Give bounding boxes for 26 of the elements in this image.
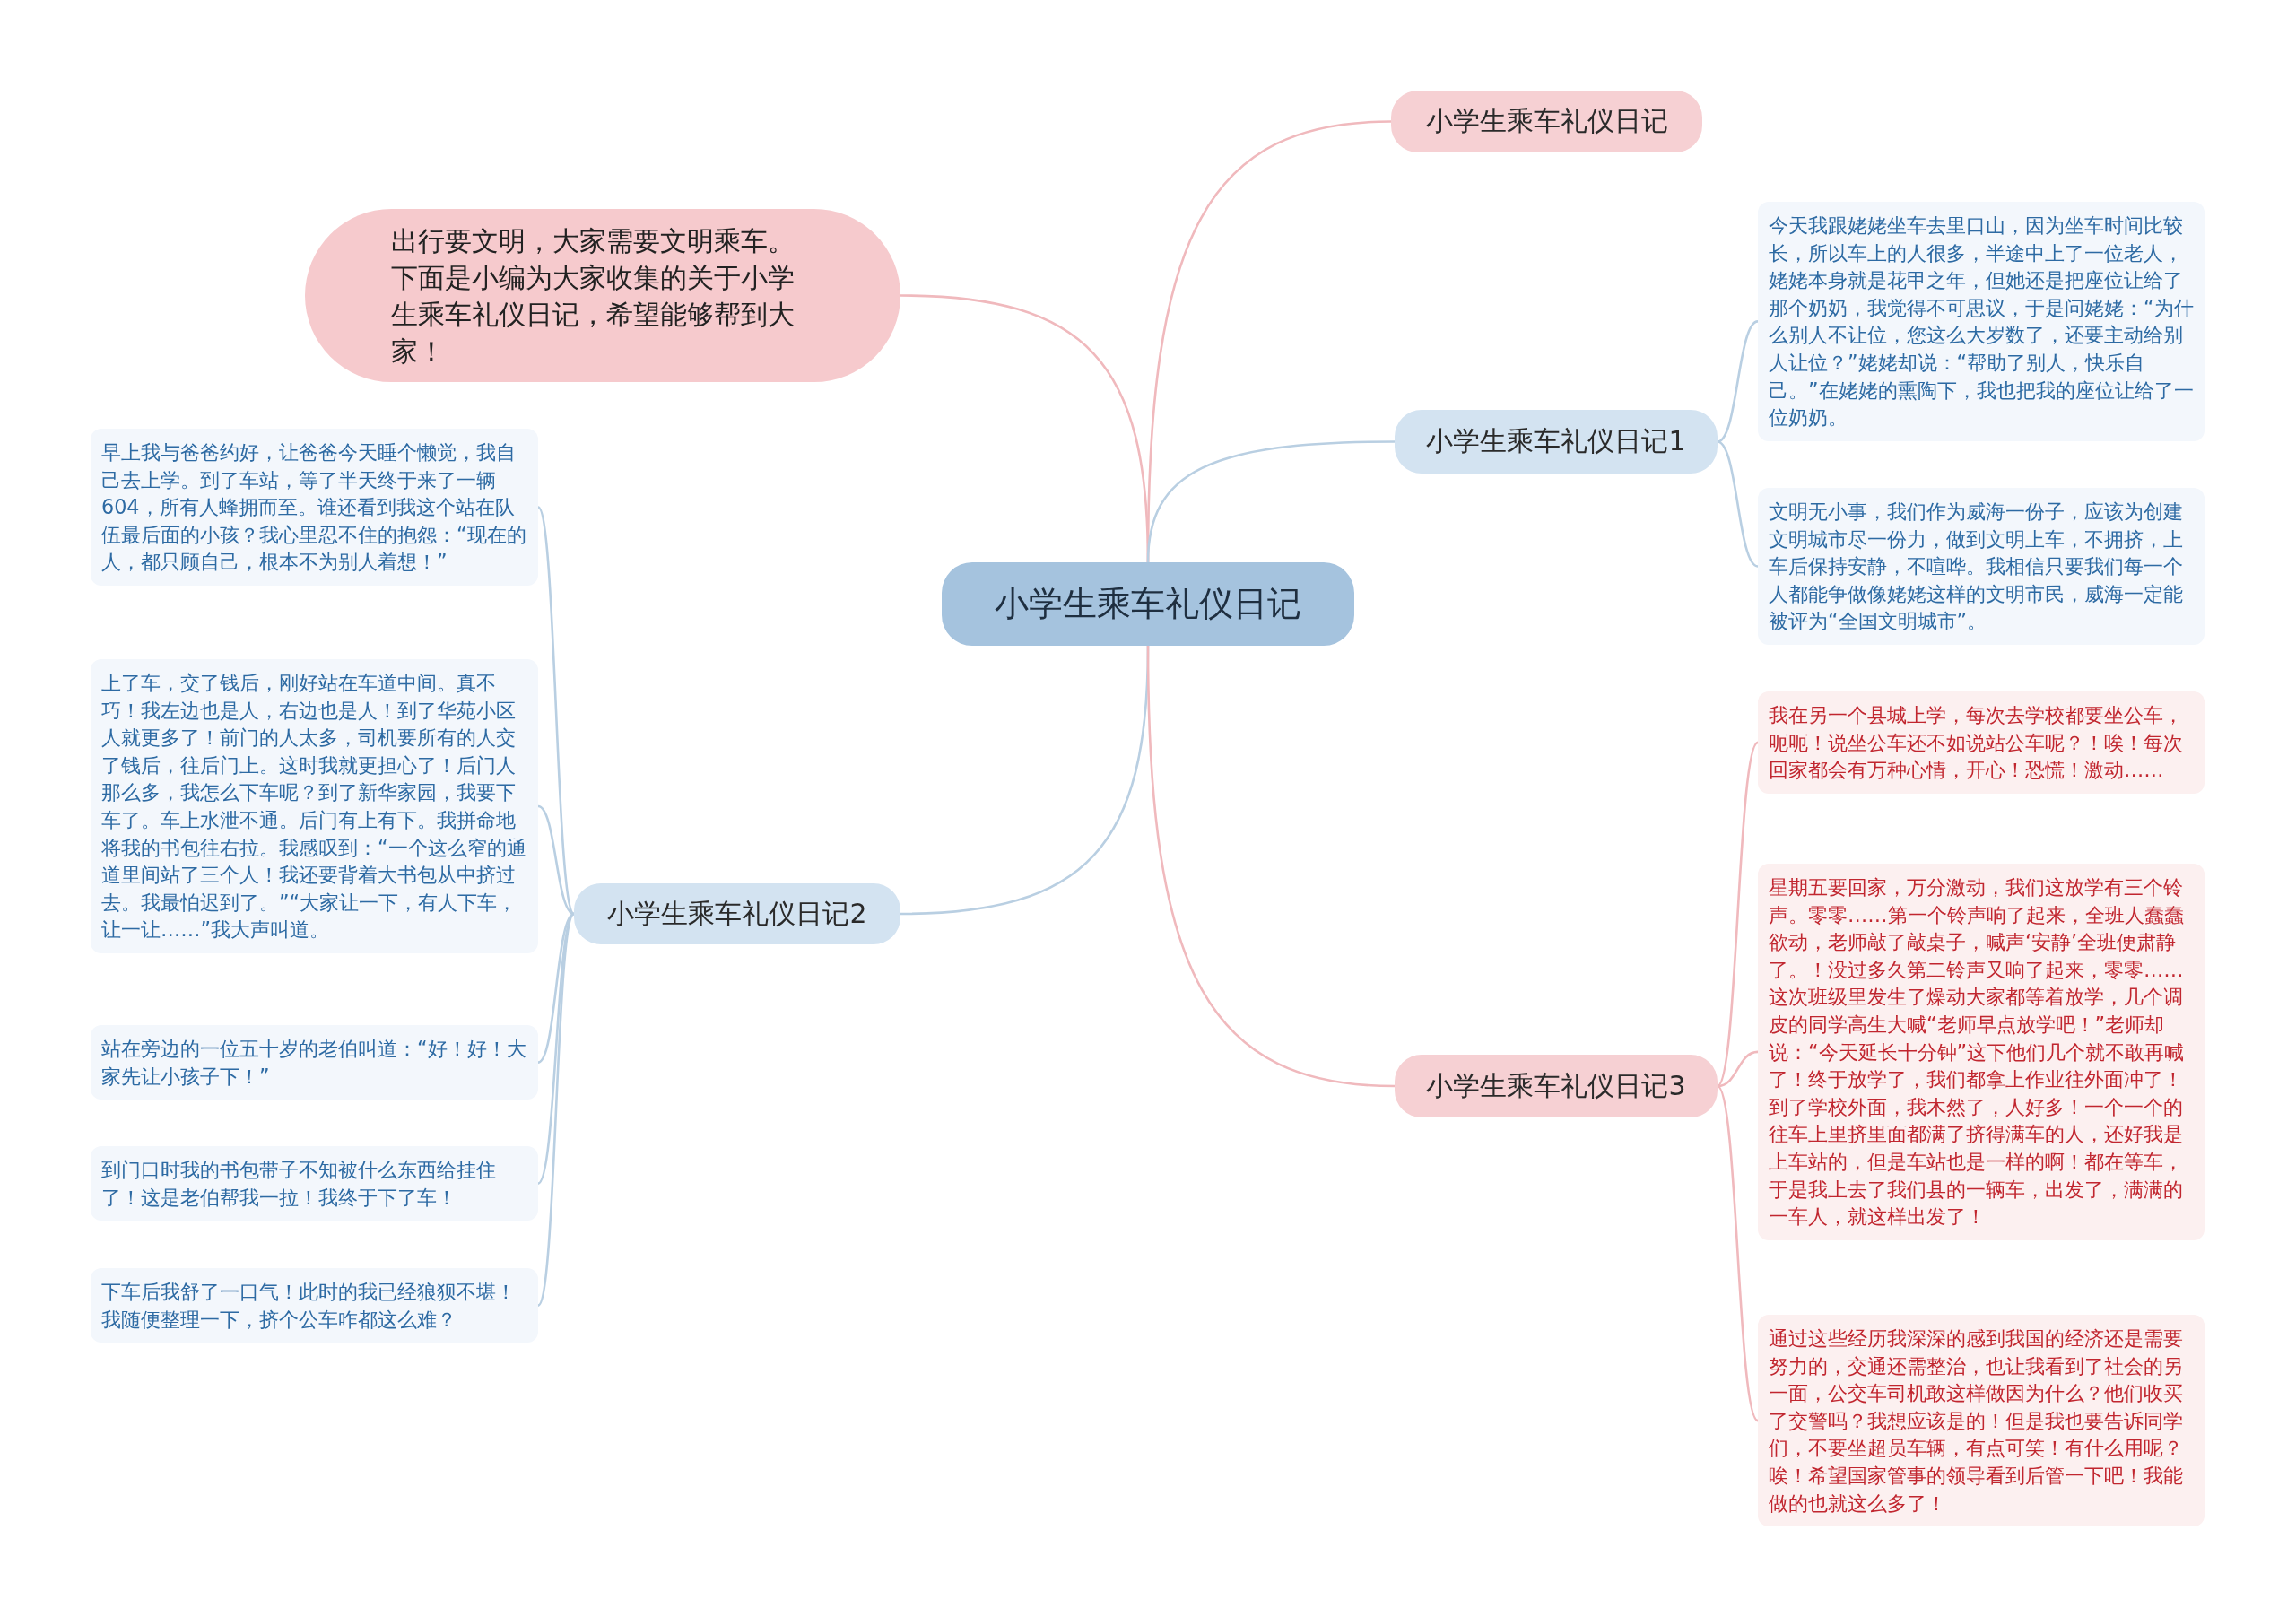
text-card: 今天我跟姥姥坐车去里口山，因为坐车时间比较长，所以车上的人很多，半途中上了一位老人，姥姥本身就是花甲之年，但她还是把座位让给了那个奶奶，我觉得不可思议，于是问姥姥：“为什么别人不让位，您这么大岁数了，还要主动给别人让位？”姥姥却说：“帮助了别人，快乐自己。”在姥姥的熏陶下，我也把我的座位让给了一位奶奶。 <box>1758 202 2205 441</box>
text-card: 早上我与爸爸约好，让爸爸今天睡个懒觉，我自己去上学。到了车站，等了半天终于来了一辆604，所有人蜂拥而至。谁还看到我这个站在队伍最后面的小孩？我心里忍不住的抱怨：“现在的人，都只顾自己，根本不为别人着想！” <box>91 429 538 586</box>
connector-line <box>1716 742 1760 1087</box>
connector-line <box>536 506 576 915</box>
text-card: 文明无小事，我们作为威海一份子，应该为创建文明城市尽一份力，做到文明上车，不拥挤，上车后保持安静，不喧哗。我相信只要我们每一个人都能争做像姥姥这样的文明市民，威海一定能被评为“全国文明城市”。 <box>1758 488 2205 645</box>
text-card: 我在另一个县城上学，每次去学校都要坐公车，呃呃！说坐公车还不如说站公车呢？！唉！每次回家都会有万种心情，开心！恐慌！激动…… <box>1758 691 2205 794</box>
text-card: 星期五要回家，万分激动，我们这放学有三个铃声。零零……第一个铃声响了起来，全班人蠢蠢欲动，老师敲了敲桌子，喊声‘安静’全班便肃静了。！没过多久第二铃声又响了起来，零零……这次班级里发生了燥动大家都等着放学，几个调皮的同学高生大喊“老师早点放学吧！”老师却说：“今天延长十分钟”这下他们几个就不敢再喊了！终于放学了，我们都拿上作业往外面冲了！到了学校外面，我木然了，人好多！一个一个的往车上里挤里面都满了挤得满车的人，还好我是上车站的，但是车站也是一样的啊！都在等车，于是我上去了我们县的一辆车，出发了，满满的一车人，就这样出发了！ <box>1758 864 2205 1240</box>
connector-line <box>1717 440 1759 568</box>
connector-line <box>1717 320 1759 443</box>
connector-line <box>1146 645 1396 1088</box>
text-card: 上了车，交了钱后，刚好站在车道中间。真不巧！我左边也是人，右边也是人！到了华苑小区人就更多了！前门的人太多，司机要所有的人交了钱后，往后门上。这时我就更担心了！后门人那么多，我怎么下车呢？到了新华家园，我要下车了。车上水泄不通。后门有上有下。我拼命地将我的书包往右拉。我感叹到：“一个这么窄的通道里间站了三个人！我还要背着大书包从中挤过去。我最怕迟到了。”“大家让一下，有人下车，让一让……”我大声叫道。 <box>91 659 538 953</box>
text-card: 到门口时我的书包带子不知被什么东西给挂住了！这是老伯帮我一拉！我终于下了车！ <box>91 1146 538 1221</box>
text-card: 下车后我舒了一口气！此时的我已经狼狈不堪！我随便整理一下，挤个公车咋都这么难？ <box>91 1268 538 1343</box>
connector-line <box>536 913 576 1307</box>
branch-box: 小学生乘车礼仪日记3 <box>1395 1055 1718 1117</box>
branch-box: 小学生乘车礼仪日记 <box>1391 91 1702 152</box>
text-card: 站在旁边的一位五十岁的老伯叫道：“好！好！大家先让小孩子下！” <box>91 1025 538 1100</box>
text-card: 通过这些经历我深深的感到我国的经济还是需要努力的，交通还需整治，也让我看到了社会的另一面，公交车司机敢这样做因为什么？他们收买了交警吗？我想应该是的！但是我也要告诉同学们，不要坐超员车辆，有点可笑！有什么用呢？唉！希望国家管事的领导看到后管一下吧！我能做的也就这么多了！ <box>1758 1315 2205 1527</box>
topic-box: 小学生乘车礼仪日记 <box>942 562 1354 646</box>
connector-line <box>537 804 575 916</box>
intro-bubble: 出行要文明，大家需要文明乘车。下面是小编为大家收集的关于小学生乘车礼仪日记，希望能够帮到大家！ <box>305 209 900 382</box>
branch-box: 小学生乘车礼仪日记2 <box>574 883 900 944</box>
connector-line <box>1717 1050 1759 1088</box>
connector-line <box>1146 440 1395 563</box>
connector-line <box>536 913 576 1185</box>
branch-box: 小学生乘车礼仪日记1 <box>1395 410 1718 474</box>
